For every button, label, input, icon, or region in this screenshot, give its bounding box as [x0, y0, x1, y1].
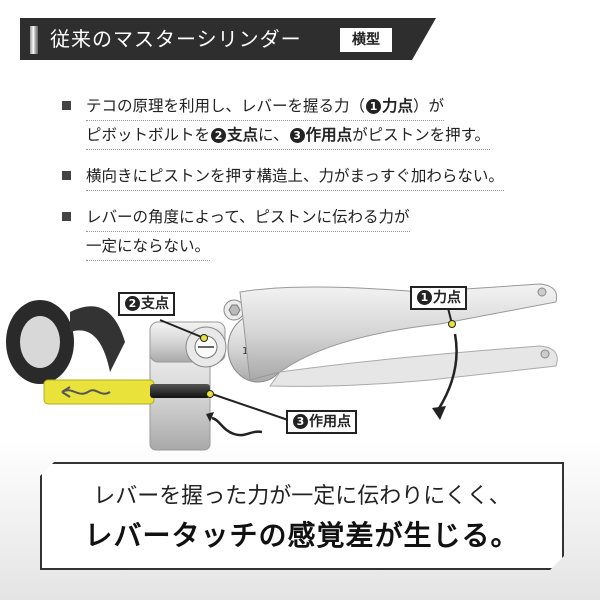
- bullet-square-icon: [62, 212, 71, 221]
- mirror-mount: [6, 300, 125, 384]
- bullet-item: レバーの角度によって、ピストンに伝わる力が 一定にならない。: [62, 203, 582, 261]
- type-tag: 横型: [340, 28, 392, 52]
- number-badge: 1: [366, 99, 382, 114]
- message-line-2: レバータッチの感覚差が生じる。: [84, 519, 520, 552]
- load-arrow: [211, 416, 263, 437]
- header-accent-stripe: [30, 26, 38, 54]
- page-title: 従来のマスターシリンダー: [50, 27, 302, 51]
- adjuster-number: 1: [242, 346, 248, 357]
- number-badge: 3: [289, 128, 305, 143]
- bullet-square-icon: [62, 171, 71, 180]
- message-line-1: レバーを握った力が一定に伝わりにくく、: [93, 484, 511, 509]
- lever-diagram: 2 3 1 4: [6, 283, 558, 451]
- header-bar-corner: [412, 18, 436, 60]
- effort-arrow: [436, 333, 458, 411]
- bullet-square-icon: [62, 101, 71, 110]
- piston-rod: [43, 379, 210, 405]
- bullet-item: 横向きにピストンを押す構造上、力がまっすぐ加わらない。: [62, 162, 582, 191]
- brake-lever: [239, 283, 558, 387]
- master-cylinder-illustration: 2 3 1 4 2支点: [0, 262, 600, 482]
- message-box: [40, 462, 564, 570]
- number-badge: 2: [211, 128, 227, 143]
